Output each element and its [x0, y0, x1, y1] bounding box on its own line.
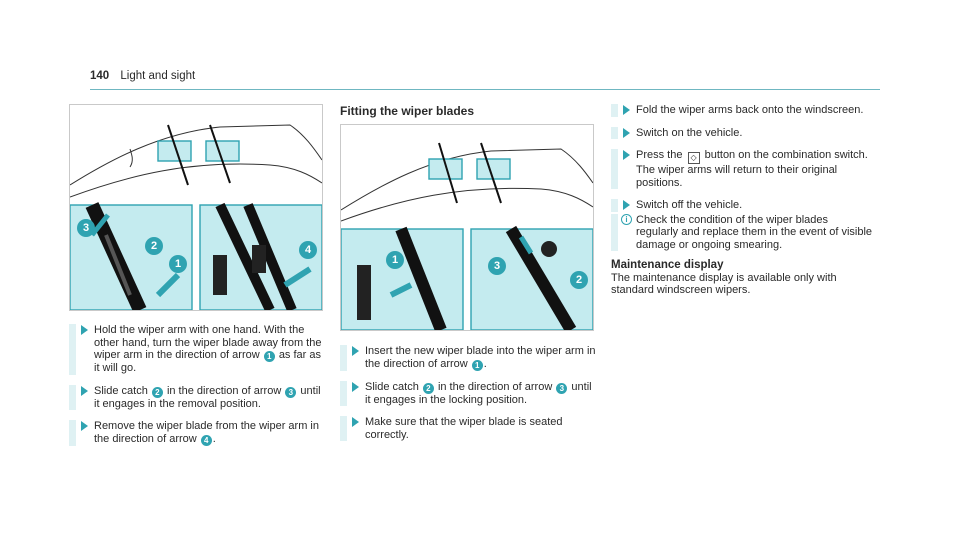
section-title: Light and sight: [120, 70, 196, 82]
step-arrow-icon: [623, 127, 630, 138]
callout-2: 2: [570, 271, 588, 289]
step-arrow-icon: [623, 150, 630, 160]
callout-4: 4: [299, 241, 317, 259]
callout-2: 2: [145, 237, 163, 255]
callout-3: 3: [77, 219, 95, 237]
page-number: 140: [90, 70, 110, 82]
callout-3: 3: [556, 382, 568, 394]
callout-1: 1: [169, 255, 187, 273]
steps-removing: Hold the wiper arm with one hand. With t…: [69, 324, 325, 456]
step-item: Make sure that the wiper blade is seated…: [340, 416, 596, 441]
maintenance-text: The maintenance display is available onl…: [611, 271, 837, 297]
step-arrow-icon: [81, 421, 88, 431]
callout-2: 2: [422, 382, 434, 394]
step-arrow-icon: [623, 200, 630, 210]
step-item: Press the ◇ button on the combination sw…: [611, 149, 873, 189]
info-note: i Check the condition of the wiper blade…: [611, 213, 873, 251]
step-arrow-icon: [352, 346, 359, 356]
steps-fitting: Insert the new wiper blade into the wipe…: [340, 345, 596, 451]
wiper-button-icon: ◇: [687, 152, 700, 164]
callout-4: 4: [200, 434, 212, 446]
callout-2: 2: [151, 386, 163, 398]
step-arrow-icon: [352, 417, 359, 427]
callout-3: 3: [488, 257, 506, 275]
step-arrow-icon: [623, 105, 630, 115]
figure-fitting-wiper-blade: 1 3 2: [340, 124, 594, 331]
step-arrow-icon: [81, 325, 88, 335]
callout-1: 1: [263, 351, 275, 362]
step-item: Fold the wiper arms back onto the windsc…: [611, 104, 873, 117]
callout-1: 1: [386, 251, 404, 269]
step-arrow-icon: [352, 381, 359, 392]
header-rule: [90, 89, 880, 90]
page-header: 140 Light and sight: [90, 70, 195, 82]
step-arrow-icon: [81, 385, 88, 396]
callout-3: 3: [285, 386, 297, 398]
step-item: Switch on the vehicle.: [611, 126, 873, 139]
fitting-title: Fitting the wiper blades: [340, 104, 475, 118]
figure-removing-wiper-blade: 3 2 1 4: [69, 104, 323, 311]
steps-finishing: Fold the wiper arms back onto the windsc…: [611, 104, 873, 297]
maintenance-title: Maintenance display: [611, 259, 724, 271]
step-item: Hold the wiper arm with one hand. With t…: [69, 324, 325, 375]
callout-1: 1: [471, 359, 483, 371]
info-icon: i: [621, 213, 632, 225]
step-item: Slide catch 2 in the direction of arrow …: [69, 384, 325, 410]
step-item: Insert the new wiper blade into the wipe…: [340, 345, 596, 371]
step-item: Remove the wiper blade from the wiper ar…: [69, 420, 325, 446]
step-item: Switch off the vehicle.: [611, 199, 873, 212]
step-item: Slide catch 2 in the direction of arrow …: [340, 380, 596, 406]
